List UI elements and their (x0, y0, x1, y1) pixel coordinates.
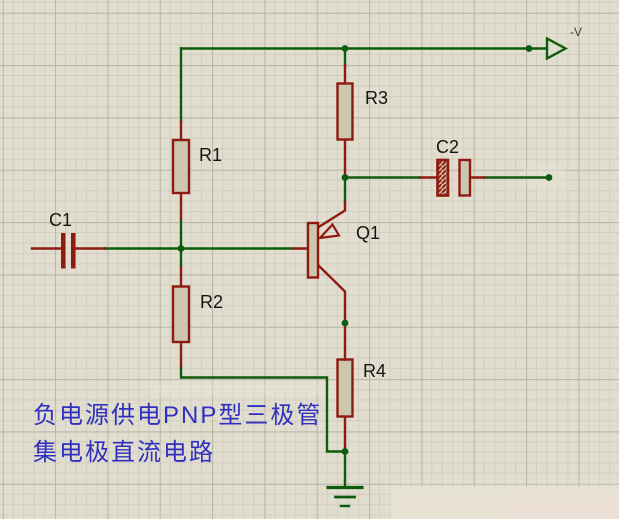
component-ref: C2 (436, 137, 459, 157)
transistor-base-bar[interactable] (306, 221, 320, 279)
junction-dot (177, 245, 185, 252)
resistor-body[interactable] (336, 82, 354, 141)
supply-label: -V (570, 25, 582, 39)
junction-dot (341, 45, 349, 52)
junction-dot (525, 45, 533, 52)
ground-symbol[interactable] (326, 485, 364, 508)
power-terminal-arrow-icon (545, 36, 569, 61)
transistor-Q1[interactable]: Q1 (292, 200, 381, 361)
transistor-top-lead[interactable] (316, 200, 347, 230)
wire-r2-to-r4[interactable] (179, 364, 347, 453)
pnp-arrow-icon (317, 222, 341, 240)
resistor-body[interactable] (171, 285, 191, 344)
junction-dot (545, 174, 553, 181)
component-ref: R2 (200, 292, 223, 312)
resistor-R1[interactable]: R1 (171, 138, 222, 195)
capacitor-plate-left[interactable] (61, 233, 66, 269)
capacitor-C1[interactable]: C1 (49, 210, 76, 269)
smudge-band (150, 383, 335, 395)
resistor-R2[interactable]: R2 (171, 285, 223, 344)
resistor-R3[interactable]: R3 (336, 82, 389, 141)
caption-line1: 负电源供电PNP型三极管 (33, 402, 322, 429)
smudge-pink-corner (505, 499, 619, 519)
component-ref: C1 (49, 210, 72, 230)
resistor-body[interactable] (171, 138, 191, 195)
component-ref: R4 (363, 361, 386, 381)
transistor-bottom-lead[interactable] (316, 263, 347, 361)
capacitor-C2[interactable]: C2 (436, 137, 472, 197)
component-ref: Q1 (356, 223, 380, 243)
wires (103, 47, 551, 489)
caption-text: 负电源供电PNP型三极管 集电极直流电路 (33, 402, 322, 466)
junction-dot (341, 448, 349, 455)
caption-line2: 集电极直流电路 (33, 439, 215, 466)
capacitor-plate-plain[interactable] (458, 158, 472, 197)
component-ref: R1 (199, 145, 222, 165)
junction-dot (341, 319, 349, 327)
resistor-body[interactable] (336, 358, 354, 418)
capacitor-plate-hatch-overlay (436, 158, 450, 197)
component-ref: R3 (365, 88, 388, 108)
power-terminal[interactable]: -V (545, 25, 582, 61)
junction-dot (341, 174, 349, 181)
pins (30, 63, 486, 450)
capacitor-plate-right[interactable] (71, 233, 76, 269)
junction-dots (177, 45, 553, 455)
